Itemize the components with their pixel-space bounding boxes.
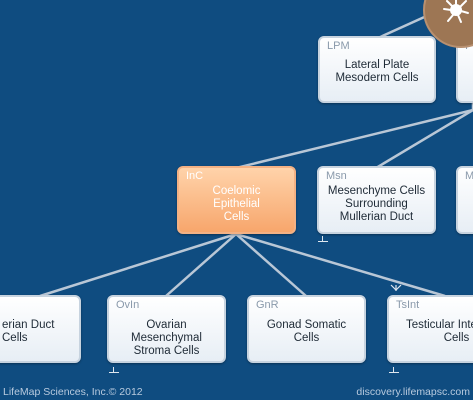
node-ovin[interactable]: OvIn Ovarian Mesenchymal Stroma Cells — [107, 295, 226, 363]
edge-inc-ovin — [165, 233, 237, 297]
edge-inc-tsint — [235, 232, 446, 298]
node-label: Lateral Plate Mesoderm Cells — [335, 59, 419, 84]
expand-msn-icon[interactable] — [318, 236, 328, 242]
footer-site-link[interactable]: discovery.lifemapsc.com — [356, 386, 470, 398]
node-code: OvIn — [116, 299, 140, 311]
node-label: erian Duct Cells — [2, 319, 55, 344]
edge-inc-duct — [39, 232, 237, 298]
node-duct[interactable]: erian Duct Cells — [0, 295, 81, 363]
node-code: M — [465, 170, 473, 182]
node-gnr[interactable]: GnR Gonad Somatic Cells — [247, 295, 366, 363]
node-label: Testicular Interstitial Cells — [406, 319, 473, 344]
node-tsint[interactable]: TsInt Testicular Interstitial Cells — [387, 295, 473, 363]
footer-copyright: LifeMap Sciences, Inc.© 2012 — [3, 386, 143, 398]
edge-inc-gnr — [235, 233, 307, 297]
node-label: Gonad Somatic Cells — [266, 319, 347, 344]
expand-tsint-icon[interactable] — [389, 367, 399, 373]
node-code: GnR — [256, 299, 279, 311]
node-code: TsInt — [396, 299, 420, 311]
node-msn-neighbor[interactable]: M — [456, 166, 473, 234]
node-code: InC — [186, 170, 204, 182]
node-label: Coelomic Epithelial Cells — [212, 185, 261, 223]
edge-up-inc — [235, 108, 473, 170]
node-label: Mesenchyme Cells Surrounding Mullerian D… — [327, 185, 426, 223]
node-msn[interactable]: Msn Mesenchyme Cells Surrounding Mulleri… — [317, 166, 436, 234]
node-label: Ovarian Mesenchymal Stroma Cells — [131, 319, 202, 357]
edge-up-msn — [375, 108, 473, 170]
node-lpm[interactable]: LPM Lateral Plate Mesoderm Cells — [318, 36, 436, 103]
expand-ovin-icon[interactable] — [109, 367, 119, 373]
node-inc-selected[interactable]: InC Coelomic Epithelial Cells — [177, 166, 296, 234]
cell-icon — [443, 0, 469, 23]
node-code: LPM — [327, 40, 350, 52]
node-code: Msn — [326, 170, 347, 182]
